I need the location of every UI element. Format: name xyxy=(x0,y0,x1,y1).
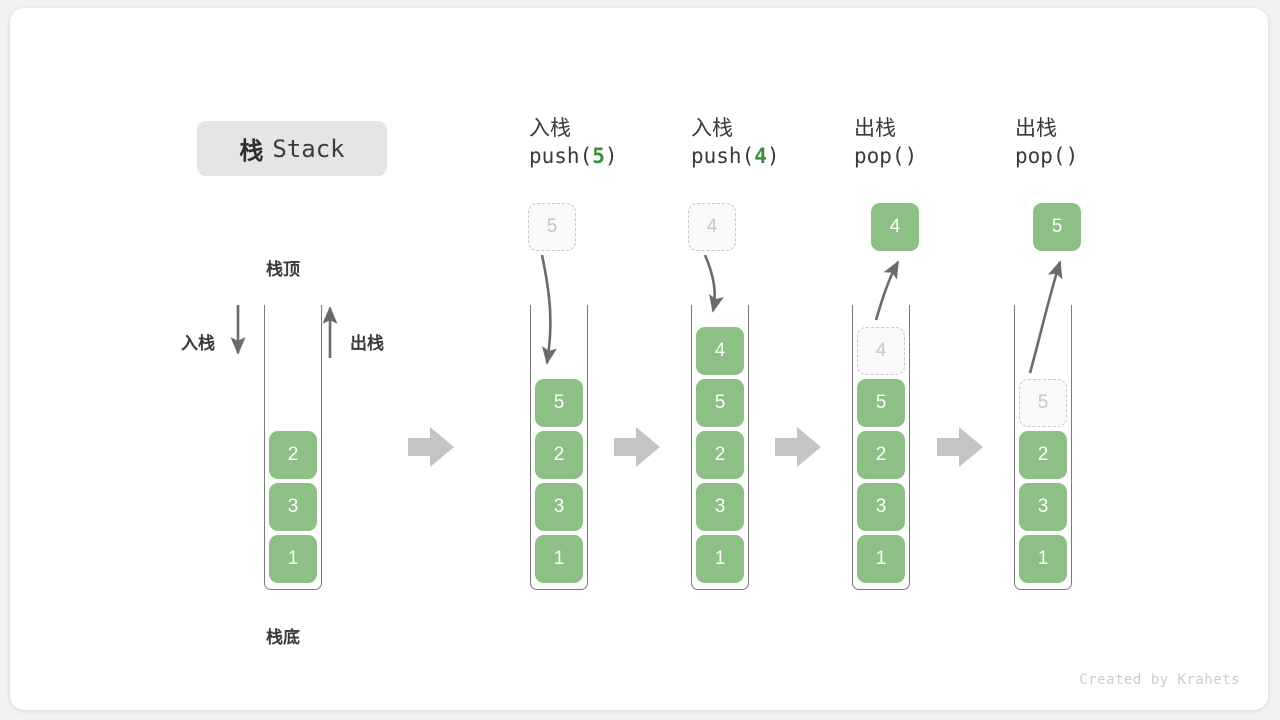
label-pop-side: 出栈 xyxy=(350,334,384,353)
fn-suffix: ) xyxy=(904,143,918,168)
arrows-overlay xyxy=(230,254,1063,467)
stack-cell-ghost: 5 xyxy=(1019,379,1067,427)
fn-prefix: pop( xyxy=(854,143,905,168)
fn-suffix: ) xyxy=(604,143,618,168)
stack-container-push-5 xyxy=(530,305,588,590)
stack-cell: 1 xyxy=(857,535,905,583)
diagram-title-en: Stack xyxy=(272,134,345,163)
stack-cell: 5 xyxy=(857,379,905,427)
stack-cell: 3 xyxy=(696,483,744,531)
stage-fn-label: pop() xyxy=(1015,143,1078,171)
stack-cell: 2 xyxy=(857,431,905,479)
stage-transition-arrow xyxy=(775,427,821,467)
stack-cell: 4 xyxy=(696,327,744,375)
stack-cell: 2 xyxy=(696,431,744,479)
stage-op-label: 出栈 xyxy=(854,117,896,140)
popped-element-box: 5 xyxy=(1033,203,1081,251)
stage-transition-arrow xyxy=(408,427,454,467)
stack-cell: 1 xyxy=(1019,535,1067,583)
fn-argument: 4 xyxy=(754,143,767,168)
stack-cell: 3 xyxy=(857,483,905,531)
stage-fn-label: push(5) xyxy=(529,143,618,171)
stack-cell: 2 xyxy=(535,431,583,479)
stack-container-initial xyxy=(264,305,322,590)
stage-op-label: 入栈 xyxy=(691,117,733,140)
floating-ghost-box: 4 xyxy=(688,203,736,251)
stage-op-label: 入栈 xyxy=(529,117,571,140)
stage-header-push-4: 入栈 push(4) xyxy=(691,115,780,170)
stack-cell: 1 xyxy=(696,535,744,583)
stage-header-pop-4: 出栈 pop() xyxy=(854,115,917,170)
stage-header-push-5: 入栈 push(5) xyxy=(529,115,618,170)
stack-cell: 2 xyxy=(269,431,317,479)
popped-element-box: 4 xyxy=(871,203,919,251)
stage-transition-arrow xyxy=(614,427,660,467)
fn-argument: 5 xyxy=(592,143,605,168)
fn-prefix: push( xyxy=(691,143,755,168)
label-stack-bottom: 栈底 xyxy=(266,628,300,647)
label-stack-top: 栈顶 xyxy=(266,260,300,279)
watermark-credit: Created by Krahets xyxy=(1079,672,1240,688)
fn-suffix: ) xyxy=(1065,143,1079,168)
stage-transition-arrow xyxy=(937,427,983,467)
stack-cell: 3 xyxy=(269,483,317,531)
label-push-side: 入栈 xyxy=(181,334,215,353)
stage-header-pop-5: 出栈 pop() xyxy=(1015,115,1078,170)
diagram-card: 栈 Stack 栈顶 栈底 入栈 出栈 2 3 1 入栈 push(5) 5 5… xyxy=(10,8,1268,710)
diagram-title-cn: 栈 xyxy=(239,138,264,165)
stack-cell: 5 xyxy=(535,379,583,427)
fn-suffix: ) xyxy=(766,143,780,168)
stack-cell: 2 xyxy=(1019,431,1067,479)
diagram-title-chip: 栈 Stack xyxy=(197,121,387,176)
stack-cell-ghost: 4 xyxy=(857,327,905,375)
stack-cell: 3 xyxy=(1019,483,1067,531)
stack-cell: 3 xyxy=(535,483,583,531)
fn-prefix: pop( xyxy=(1015,143,1066,168)
stack-cell: 1 xyxy=(269,535,317,583)
stack-cell: 1 xyxy=(535,535,583,583)
stack-container-pop-4 xyxy=(852,305,910,590)
push-flow-arrow xyxy=(703,254,724,313)
stack-container-pop-5 xyxy=(1014,305,1072,590)
stage-fn-label: pop() xyxy=(854,143,917,171)
fn-prefix: push( xyxy=(529,143,593,168)
stage-op-label: 出栈 xyxy=(1015,117,1057,140)
stage-fn-label: push(4) xyxy=(691,143,780,171)
stack-container-push-4 xyxy=(691,305,749,590)
floating-ghost-box: 5 xyxy=(528,203,576,251)
stack-cell: 5 xyxy=(696,379,744,427)
